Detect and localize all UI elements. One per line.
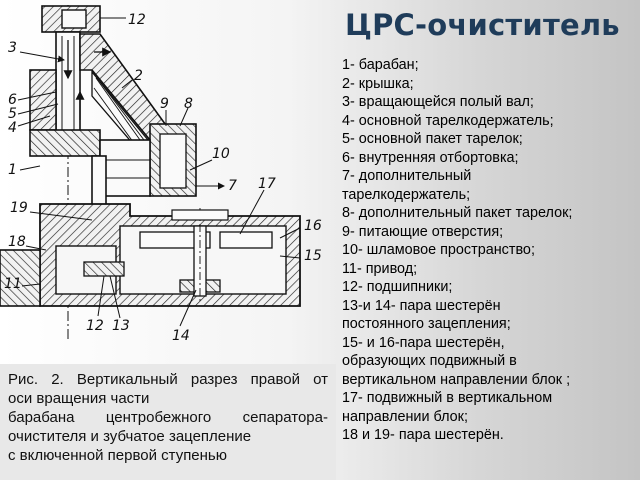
- legend-item: 18 и 19- пара шестерён.: [342, 427, 504, 443]
- parts-legend: 1- барабан; 2- крышка; 3- вращающейся полы…: [342, 56, 638, 445]
- caption-line-5: с включенной первой ступенью: [8, 447, 228, 464]
- caption-line-3: барабана центробежного сепаратора-: [8, 409, 328, 426]
- slide-title: ЦРС-очиститель: [345, 8, 620, 42]
- fig-label-4: 4: [8, 120, 17, 136]
- legend-item: направлении блок;: [342, 408, 468, 425]
- fig-label-12-top: 12: [128, 12, 146, 28]
- fig-label-10: 10: [212, 146, 230, 162]
- legend-item: 15- и 16-пара шестерён,: [342, 334, 505, 351]
- fig-label-3: 3: [8, 40, 17, 56]
- fig-label-1: 1: [8, 162, 17, 178]
- caption-line-2: оси вращения части: [8, 390, 150, 407]
- legend-item: 9- питающие отверстия;: [342, 223, 504, 240]
- legend-item: 2- крышка;: [342, 75, 414, 92]
- caption-line-1: Рис. 2. Вертикальный разрез правой от: [8, 371, 328, 388]
- fig-label-7: 7: [228, 178, 237, 194]
- fig-label-14: 14: [172, 328, 190, 344]
- fig-label-16: 16: [304, 218, 322, 234]
- fig-label-11: 11: [4, 276, 22, 292]
- legend-item: 1- барабан;: [342, 57, 419, 73]
- gear-15: [219, 231, 273, 249]
- legend-item: 17- подвижный в вертикальном: [342, 390, 553, 406]
- gear-13: [83, 261, 125, 277]
- legend-item: постоянного зацепления;: [342, 316, 511, 332]
- fig-label-6: 6: [8, 92, 17, 108]
- separator-section-drawing: 12 3 2 9 8 6 5 4 10 1 7 17 19 16 18 15 1…: [0, 5, 322, 344]
- legend-item: тарелкодержатель;: [342, 186, 471, 203]
- legend-item: 12- подшипники;: [342, 279, 453, 295]
- legend-item: 5- основной пакет тарелок;: [342, 131, 523, 147]
- sludge-space: [159, 133, 187, 189]
- legend-item: вертикальном направлении блок ;: [342, 371, 571, 388]
- legend-item: 7- дополнительный: [342, 168, 472, 184]
- drum-body: [99, 139, 151, 197]
- fig-label-17: 17: [258, 176, 276, 192]
- legend-item: образующих подвижный в: [342, 353, 517, 369]
- fig-label-18: 18: [8, 234, 26, 250]
- drive-base: [0, 249, 41, 307]
- legend-item: 6- внутренняя отбортовка;: [342, 149, 519, 166]
- legend-item: 3- вращающейся полый вал;: [342, 94, 534, 110]
- figure-caption: Рис. 2. Вертикальный разрез правой от ос…: [0, 364, 336, 480]
- legend-item: 13-и 14- пара шестерён: [342, 297, 501, 314]
- fig-label-15: 15: [304, 248, 322, 264]
- drum-hub: [29, 129, 101, 157]
- caption-line-4: очистителя и зубчатое зацепление: [8, 428, 252, 445]
- gear-block-17: [139, 231, 211, 249]
- legend-item: 4- основной тарелкодержатель;: [342, 112, 554, 129]
- fig-label-19: 19: [10, 200, 28, 216]
- fig-label-5: 5: [8, 106, 17, 122]
- legend-item: 10- шламовое пространство;: [342, 242, 535, 258]
- fig-label-13: 13: [112, 318, 130, 334]
- fig-label-2: 2: [134, 68, 143, 84]
- fig-label-8: 8: [184, 96, 193, 112]
- fig-label-9: 9: [160, 96, 169, 112]
- top-bearing-inner: [61, 9, 87, 29]
- fig-label-12-bottom: 12: [86, 318, 104, 334]
- drum-wall-left: [29, 69, 57, 131]
- legend-item: 8- дополнительный пакет тарелок;: [342, 205, 573, 221]
- legend-item: 11- привод;: [342, 260, 418, 277]
